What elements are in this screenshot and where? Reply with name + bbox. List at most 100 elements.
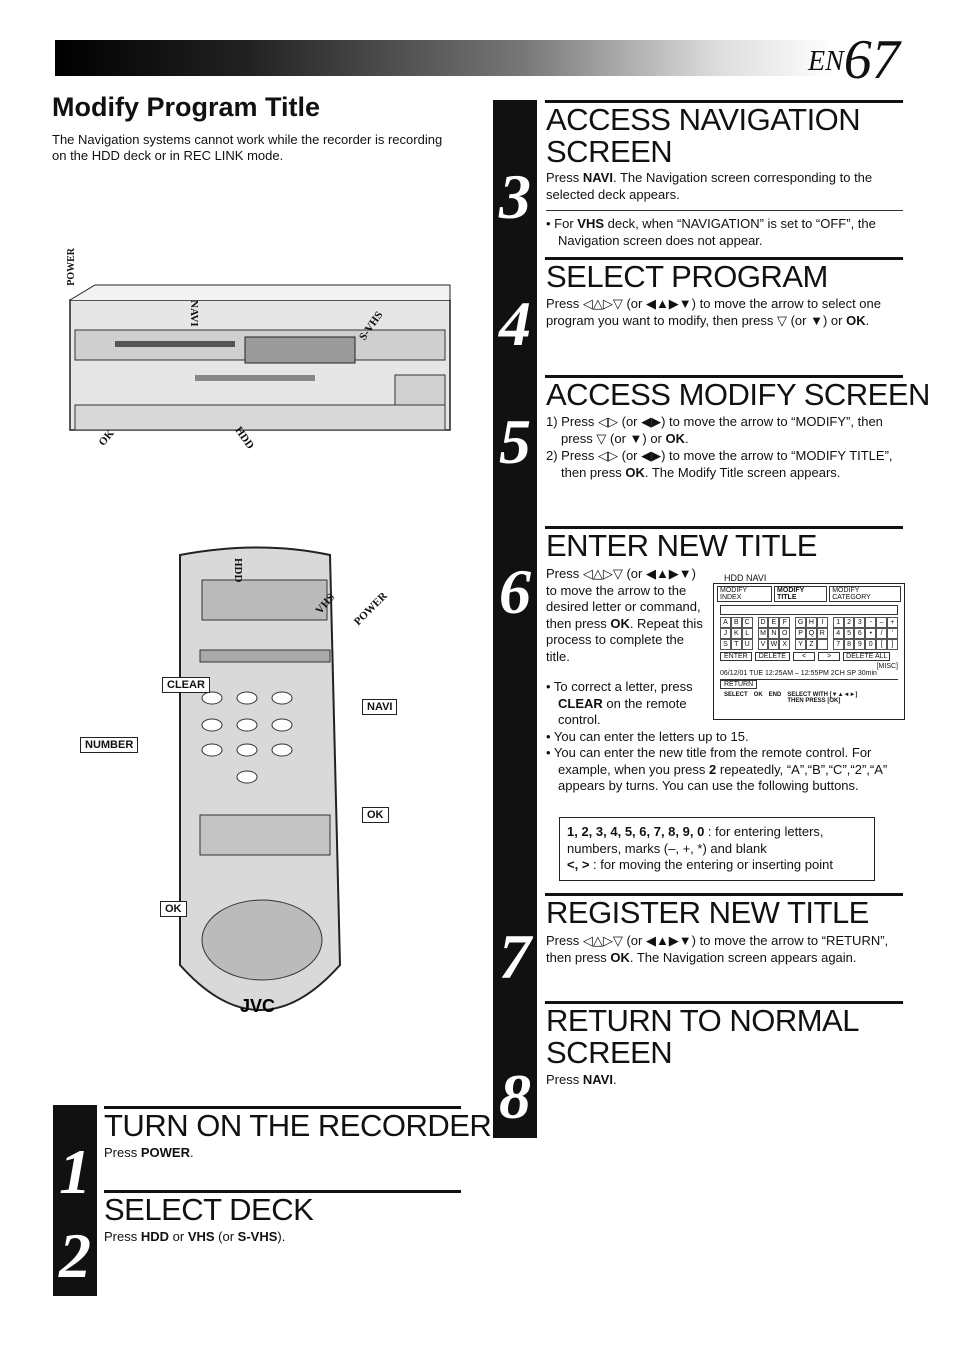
osd-misc: [MISC] bbox=[876, 663, 898, 670]
osd-foot-select: SELECT bbox=[724, 692, 748, 698]
step-3-title: ACCESS NAVIGATION SCREEN bbox=[546, 102, 861, 169]
osd-char-cell[interactable]: B bbox=[730, 617, 742, 628]
osd-char-cell[interactable]: - bbox=[865, 617, 877, 628]
step-6-bullet-1: • To correct a letter, press CLEAR on th… bbox=[546, 679, 693, 727]
rule-step-4 bbox=[545, 257, 903, 260]
step-4-title: SELECT PROGRAM bbox=[546, 259, 828, 294]
osd-char-cell[interactable]: Y bbox=[795, 639, 807, 650]
osd-char-cell[interactable]: C bbox=[741, 617, 753, 628]
osd-char-cell[interactable]: W bbox=[768, 639, 780, 650]
osd-foot-then-press: THEN PRESS [OK] bbox=[787, 698, 841, 704]
osd-title-field[interactable] bbox=[720, 605, 898, 615]
osd-info: 06/12/01 TUE 12:25AM – 12:55PM 2CH SP 30… bbox=[720, 670, 877, 677]
osd-char-cell[interactable]: 0 bbox=[865, 639, 877, 650]
osd-char-cell[interactable]: L bbox=[741, 628, 753, 639]
page-number: EN67 bbox=[808, 29, 900, 91]
rule-step-7 bbox=[545, 893, 903, 896]
intro-text: The Navigation systems cannot work while… bbox=[52, 132, 443, 163]
step-5-item-1: 1) Press ◁▷ (or ◀▶) to move the arrow to… bbox=[546, 414, 883, 446]
osd-char-cell[interactable]: K bbox=[730, 628, 742, 639]
step-5-item-2: 2) Press ◁▷ (or ◀▶) to move the arrow to… bbox=[546, 448, 893, 480]
osd-delete-all[interactable]: DELETE ALL bbox=[843, 652, 891, 661]
osd-char-cell[interactable]: I bbox=[816, 617, 828, 628]
label-hdd-remote: HDD bbox=[232, 558, 244, 583]
osd-char-cell[interactable]: ] bbox=[887, 639, 898, 650]
osd-char-cell[interactable]: V bbox=[757, 639, 769, 650]
osd-char-cell[interactable]: X bbox=[779, 639, 791, 650]
step-6-bullet-2: • You can enter the letters up to 15. bbox=[546, 729, 749, 744]
osd-char-cell[interactable]: J bbox=[720, 628, 731, 639]
osd-char-cell[interactable]: 1 bbox=[832, 617, 844, 628]
osd-char-cell[interactable]: 7 bbox=[832, 639, 844, 650]
step-2-text: Press HDD or VHS (or S-VHS). bbox=[104, 1229, 286, 1244]
osd-right[interactable]: > bbox=[818, 652, 841, 661]
osd-char-cell[interactable]: 8 bbox=[843, 639, 855, 650]
osd-char-cell[interactable]: 6 bbox=[854, 628, 866, 639]
osd-tab-category[interactable]: MODIFY CATEGORY bbox=[829, 586, 901, 602]
osd-char-cell[interactable]: • bbox=[865, 628, 877, 639]
rule-step-3-note bbox=[546, 210, 903, 211]
osd-char-cell[interactable] bbox=[816, 639, 828, 650]
box-line-1: 1, 2, 3, 4, 5, 6, 7, 8, 9, 0 : for enter… bbox=[567, 824, 824, 856]
osd-char-cell[interactable]: – bbox=[876, 617, 888, 628]
osd-char-cell[interactable]: 3 bbox=[854, 617, 866, 628]
osd-char-cell[interactable]: E bbox=[768, 617, 780, 628]
osd-char-cell[interactable]: O bbox=[779, 628, 791, 639]
osd-char-cell[interactable]: [ bbox=[876, 639, 888, 650]
rule-step-5 bbox=[545, 375, 903, 378]
osd-char-cell[interactable]: Q bbox=[806, 628, 817, 639]
osd-char-cell[interactable]: G bbox=[795, 617, 807, 628]
osd-char-cell[interactable]: ' bbox=[887, 628, 898, 639]
step-number-8: 8 bbox=[499, 1061, 531, 1132]
osd-left[interactable]: < bbox=[792, 652, 816, 661]
label-number: NUMBER bbox=[80, 737, 139, 753]
step-number-5: 5 bbox=[499, 406, 531, 477]
osd-char-cell[interactable]: A bbox=[720, 617, 731, 628]
osd-tab-title[interactable]: MODIFY TITLE bbox=[774, 586, 828, 602]
osd-delete[interactable]: DELETE bbox=[754, 652, 790, 661]
osd-char-cell[interactable]: 4 bbox=[832, 628, 844, 639]
step-4-text: Press ◁△▷▽ (or ◀▲▶▼) to move the arrow t… bbox=[546, 296, 881, 328]
step-6-button-box: 1, 2, 3, 4, 5, 6, 7, 8, 9, 0 : for enter… bbox=[559, 817, 875, 881]
osd-char-cell[interactable]: 9 bbox=[854, 639, 866, 650]
osd-char-cell[interactable]: + bbox=[887, 617, 898, 628]
osd-char-cell[interactable]: F bbox=[779, 617, 791, 628]
label-ok-remote-2: OK bbox=[160, 901, 187, 917]
step-2-title: SELECT DECK bbox=[104, 1192, 314, 1227]
osd-enter[interactable]: ENTER bbox=[720, 652, 752, 661]
osd-title: HDD NAVI bbox=[724, 573, 767, 583]
osd-char-cell[interactable]: H bbox=[806, 617, 817, 628]
osd-char-cell[interactable]: U bbox=[741, 639, 753, 650]
rule-step-8 bbox=[545, 1001, 903, 1004]
step-8-text: Press NAVI. bbox=[546, 1072, 617, 1087]
osd-char-cell[interactable]: D bbox=[757, 617, 769, 628]
label-power-recorder: POWER bbox=[66, 248, 77, 286]
osd-screen: MODIFY INDEX MODIFY TITLE MODIFY CATEGOR… bbox=[713, 583, 905, 720]
osd-return[interactable]: RETURN bbox=[720, 680, 758, 689]
step-bar-3-8 bbox=[493, 100, 537, 1138]
osd-char-cell[interactable]: P bbox=[795, 628, 807, 639]
remote-brand: JVC bbox=[240, 996, 275, 1016]
step-6-title: ENTER NEW TITLE bbox=[546, 528, 817, 563]
osd-char-cell[interactable]: N bbox=[768, 628, 780, 639]
osd-tab-index[interactable]: MODIFY INDEX bbox=[717, 586, 773, 602]
osd-char-cell[interactable]: S bbox=[720, 639, 731, 650]
osd-char-cell[interactable]: / bbox=[876, 628, 888, 639]
osd-char-cell[interactable]: 2 bbox=[843, 617, 855, 628]
header-bar bbox=[55, 40, 835, 76]
osd-char-cell[interactable]: T bbox=[730, 639, 742, 650]
recorder-illustration bbox=[69, 284, 451, 431]
osd-char-cell[interactable]: M bbox=[757, 628, 769, 639]
step-number-2: 2 bbox=[59, 1220, 91, 1291]
box-line-2: <, > : for moving the entering or insert… bbox=[567, 857, 833, 872]
osd-foot-select-with: SELECT WITH [▼▲◄►] bbox=[787, 692, 858, 698]
osd-char-cell[interactable]: R bbox=[816, 628, 828, 639]
osd-char-cell[interactable]: Z bbox=[806, 639, 817, 650]
osd-char-cell[interactable]: 5 bbox=[843, 628, 855, 639]
step-7-title: REGISTER NEW TITLE bbox=[546, 895, 869, 930]
label-navi-remote: NAVI bbox=[362, 699, 398, 715]
step-1-title: TURN ON THE RECORDER bbox=[104, 1108, 492, 1143]
